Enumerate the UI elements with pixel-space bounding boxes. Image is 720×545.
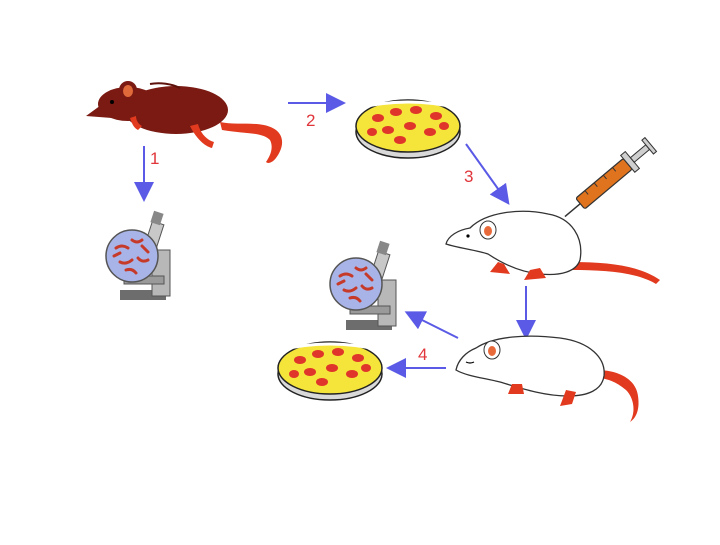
step-2-label: 2 (306, 111, 316, 130)
sick-rat-icon (86, 81, 283, 163)
step-1-label: 1 (150, 149, 160, 168)
microscope-icon (105, 210, 171, 300)
step-4-label: 4 (418, 345, 428, 364)
arrow-to-microscope (404, 311, 459, 339)
syringe-icon (564, 136, 658, 218)
petri-dish-icon (355, 99, 461, 159)
arrow-3 (465, 143, 510, 205)
step-3-label: 3 (464, 167, 474, 186)
microscope-icon (329, 240, 397, 330)
petri-dish-icon (277, 341, 383, 401)
sick-white-rat-icon (455, 335, 639, 422)
healthy-rat-icon (445, 210, 660, 284)
